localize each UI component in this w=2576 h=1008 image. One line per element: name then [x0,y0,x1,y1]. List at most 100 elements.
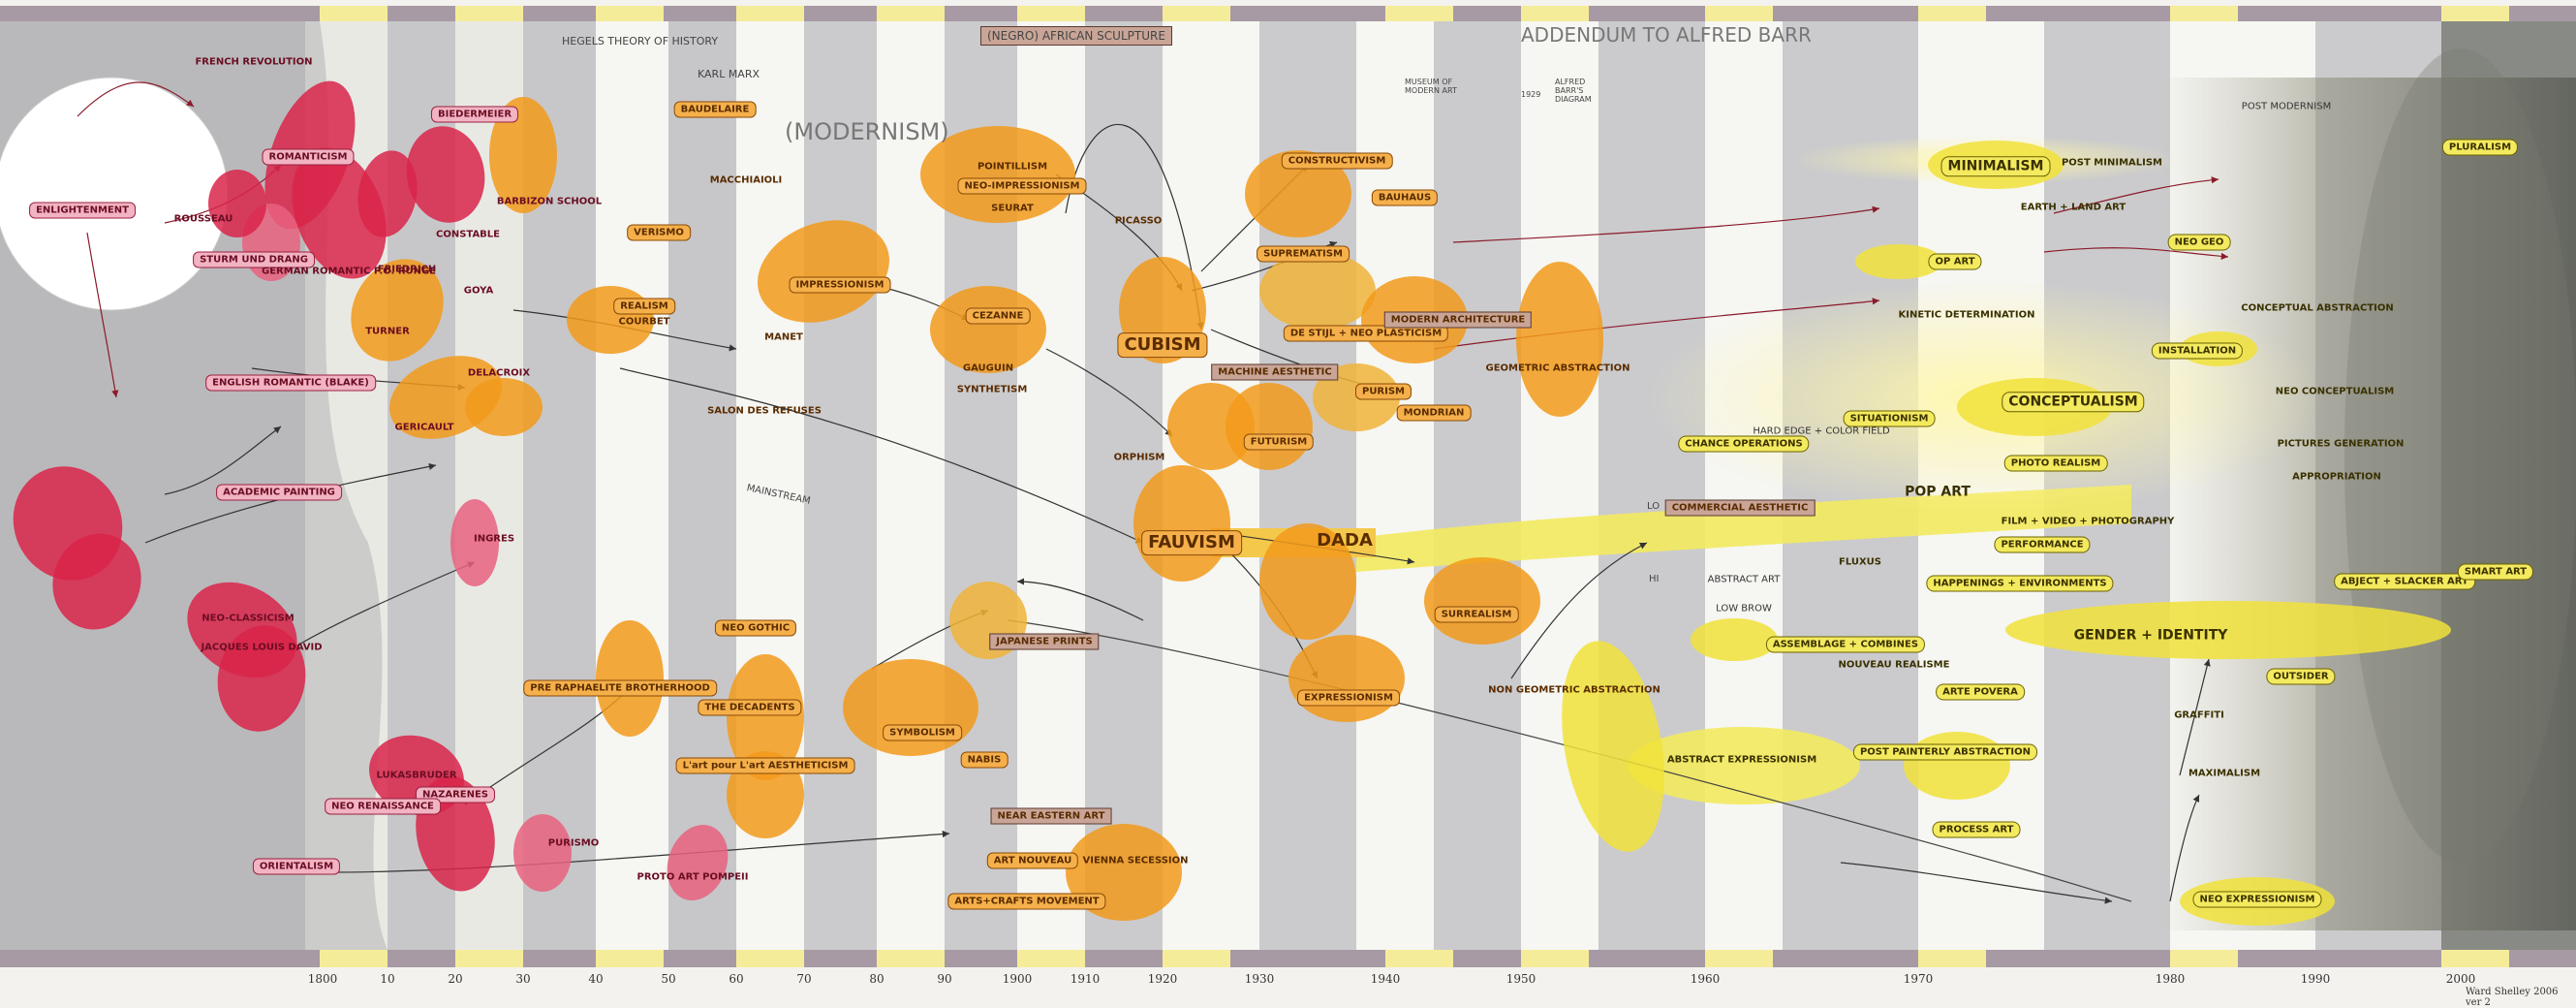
movement-blob [450,499,499,586]
node-modern-architecture: MODERN ARCHITECTURE [1383,311,1533,329]
node-courbet: COURBET [618,316,670,328]
stripe-mark [1385,6,1453,21]
stripe-mark [455,950,523,967]
influence-arrow [1840,862,2113,904]
node-neo-expressionism: NEO EXPRESSIONISM [2192,891,2322,908]
node-maximalism: MAXIMALISM [2188,768,2261,779]
stripe-mark [320,950,388,967]
decade-tick-label: 1920 [1147,972,1178,986]
node-orphism: ORPHISM [1113,452,1165,463]
decade-tick-label: 20 [448,972,463,986]
node-symbolism: SYMBOLISM [883,724,962,741]
influence-arrow [2053,176,2219,214]
node-futurism: FUTURISM [1243,433,1315,451]
stripe-mark [596,6,664,21]
decade-tick-label: 1990 [2300,972,2331,986]
stripe-mark [1918,6,1986,21]
movement-blob [1516,262,1603,417]
stripe-mark [1521,950,1589,967]
influence-arrow [86,232,119,398]
influence-arrow [619,367,1144,544]
movement-blob [357,150,418,237]
decade-tick-label: 1910 [1070,972,1101,986]
movement-blob [843,659,978,756]
node-post-minimalism: POST MINIMALISM [2061,157,2163,169]
node-romanticism: ROMANTICISM [262,148,355,166]
node-abstract-high: ABSTRACT ART [1707,574,1781,585]
influence-arrow [1016,578,1144,621]
node-bauhaus: BAUHAUS [1371,189,1439,206]
node-expressionism: EXPRESSIONISM [1297,689,1400,707]
node-installation: INSTALLATION [2151,342,2244,360]
influence-arrow [164,425,282,495]
node-pompeii: PROTO ART POMPEII [636,871,749,883]
movement-blob [1259,252,1376,330]
stripe-mark [1705,6,1773,21]
movement-blob [1245,150,1351,237]
node-manet: MANET [764,331,803,343]
influence-arrow [77,81,195,117]
movement-blob [52,533,141,630]
year-1929-note: 1929 [1521,90,1541,99]
stripe-mark [1017,6,1085,21]
movement-blob [596,620,664,737]
node-vienna-secession: VIENNA SECESSION [1082,855,1189,866]
node-performance: PERFORMANCE [1994,536,2091,553]
node-arts-crafts: ARTS+CRAFTS MOVEMENT [947,893,1106,910]
african-sculpture-header: (NEGRO) AFRICAN SCULPTURE [980,26,1172,46]
node-nabis: NABIS [960,751,1009,769]
movement-blob [351,259,444,362]
node-japanese-prints: JAPANESE PRINTS [989,633,1100,650]
stripe-mark [2170,6,2238,21]
decade-tick-label: 1900 [1002,972,1033,986]
node-constable: CONSTABLE [435,229,501,240]
movement-blob [217,625,306,732]
movement-blob [1691,618,1778,661]
node-graffiti: GRAFFITI [2174,709,2224,721]
node-rousseau: ROUSSEAU [173,213,233,225]
node-lowbrow: LOW BROW [1716,603,1772,614]
node-biedermeier: BIEDERMEIER [430,106,519,123]
node-orientalism: ORIENTALISM [252,858,341,875]
node-salon-refuses: SALON DES REFUSES [707,405,822,417]
node-machine-aesthetic: MACHINE AESTHETIC [1211,363,1339,381]
node-kinetic: KINETIC DETERMINATION [1898,309,2035,321]
node-pictures-generation: PICTURES GENERATION [2277,438,2405,450]
movement-blob [1424,557,1540,645]
node-abject: ABJECT + SLACKER ART [2334,573,2475,590]
node-nouveau-realisme: NOUVEAU REALISME [1838,659,1950,671]
node-purism: PURISM [1354,383,1412,400]
marx-header: KARL MARX [698,68,760,80]
node-process-art: PROCESS ART [1932,821,2021,838]
node-conceptualism: CONCEPTUALISM [2002,392,2145,413]
node-pluralism: PLURALISM [2441,139,2519,156]
decade-band [804,21,877,950]
node-chance-operations: CHANCE OPERATIONS [1678,435,1810,453]
node-neo-gothic: NEO GOTHIC [714,619,797,637]
node-gericault: GERICAULT [394,422,454,433]
decade-band [668,21,736,950]
movement-blob [1259,523,1356,640]
stripe-mark [2441,6,2509,21]
node-pop-art: POP ART [1905,484,1971,500]
node-david: JACQUES LOUIS DAVID [201,642,323,653]
decade-tick-label: 1930 [1244,972,1275,986]
node-neo-classicism: NEO-CLASSICISM [202,613,295,624]
influence-arrow [1452,205,1880,243]
stripe-mark [877,950,945,967]
node-realism: REALISM [613,298,675,315]
hegel-header: HEGELS THEORY OF HISTORY [562,35,719,47]
movement-blob [920,126,1075,223]
node-delacroix: DELACROIX [467,367,531,379]
node-ingres: INGRES [473,533,515,545]
node-fauvism: FAUVISM [1141,530,1242,555]
node-academic-painting: ACADEMIC PAINTING [216,484,342,501]
stripe-mark [736,950,804,967]
node-macchiaioli: MACCHIAIOLI [709,174,783,186]
node-abstract-expressionism: ABSTRACT EXPRESSIONISM [1666,754,1817,766]
node-appropriation: APPROPRIATION [2292,471,2381,483]
node-happenings: HAPPENINGS + ENVIRONMENTS [1926,575,2114,592]
decade-tick-label: 40 [588,972,604,986]
node-enlightenment: ENLIGHTENMENT [29,202,136,219]
